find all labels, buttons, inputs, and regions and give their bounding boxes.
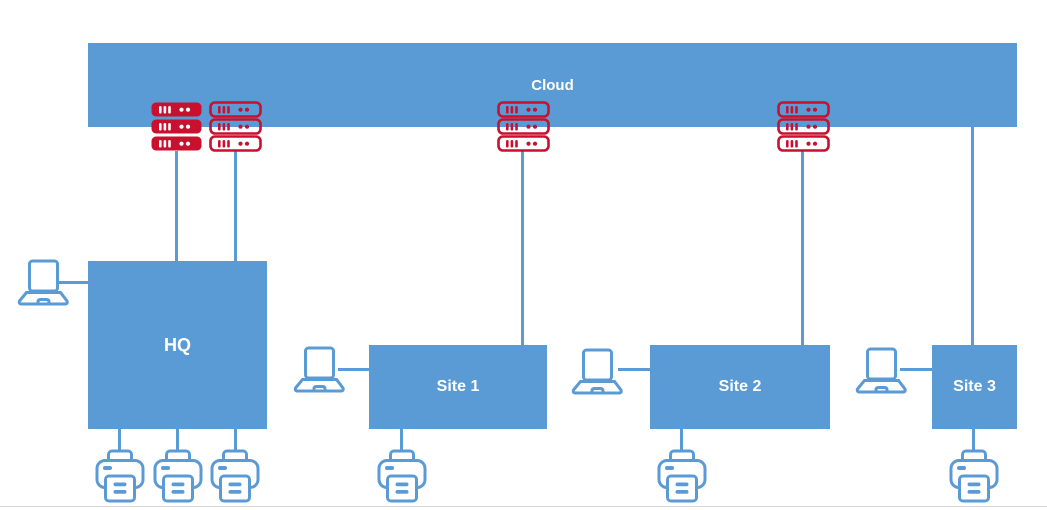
server-stack-outlined-icon bbox=[209, 101, 262, 152]
printer-icon bbox=[377, 449, 427, 503]
laptop-icon bbox=[855, 347, 907, 394]
site1-label: Site 1 bbox=[436, 378, 480, 395]
laptop-icon bbox=[17, 259, 69, 306]
connector-site3-printer bbox=[972, 429, 975, 455]
server-stack-outlined-icon bbox=[777, 101, 830, 152]
hq-node: HQ bbox=[88, 261, 267, 429]
printer-icon bbox=[210, 449, 260, 503]
connector-hq-printer1 bbox=[118, 429, 121, 455]
connector-laptop-site1 bbox=[338, 368, 369, 371]
site2-node: Site 2 bbox=[650, 345, 830, 429]
server-stack-outlined-icon bbox=[497, 101, 550, 152]
page-edge-line bbox=[0, 506, 1047, 507]
connector-hq-printer3 bbox=[234, 429, 237, 455]
printer-icon bbox=[657, 449, 707, 503]
connector-laptop-site2 bbox=[618, 368, 650, 371]
connector-laptop-hq bbox=[58, 281, 88, 284]
connector-laptop-site3 bbox=[900, 368, 932, 371]
connector-site2-printer bbox=[680, 429, 683, 455]
laptop-icon bbox=[571, 348, 623, 395]
cloud-zone: Cloud bbox=[88, 43, 1017, 127]
site3-label: Site 3 bbox=[953, 378, 996, 395]
connector-cloud-site3 bbox=[971, 127, 974, 345]
laptop-icon bbox=[293, 346, 345, 393]
printer-icon bbox=[153, 449, 203, 503]
connector-cloud-site2 bbox=[801, 151, 804, 345]
site1-node: Site 1 bbox=[369, 345, 547, 429]
connector-server2-hq bbox=[234, 151, 237, 261]
connector-site1-printer bbox=[400, 429, 403, 455]
printer-icon bbox=[95, 449, 145, 503]
connector-server1-hq bbox=[175, 151, 178, 261]
printer-icon bbox=[949, 449, 999, 503]
site3-node: Site 3 bbox=[932, 345, 1017, 429]
site2-label: Site 2 bbox=[718, 378, 762, 395]
hq-label: HQ bbox=[164, 334, 191, 355]
server-stack-filled-icon bbox=[150, 101, 203, 152]
cloud-label: Cloud bbox=[531, 76, 574, 94]
connector-hq-printer2 bbox=[176, 429, 179, 455]
connector-cloud-site1 bbox=[521, 151, 524, 345]
